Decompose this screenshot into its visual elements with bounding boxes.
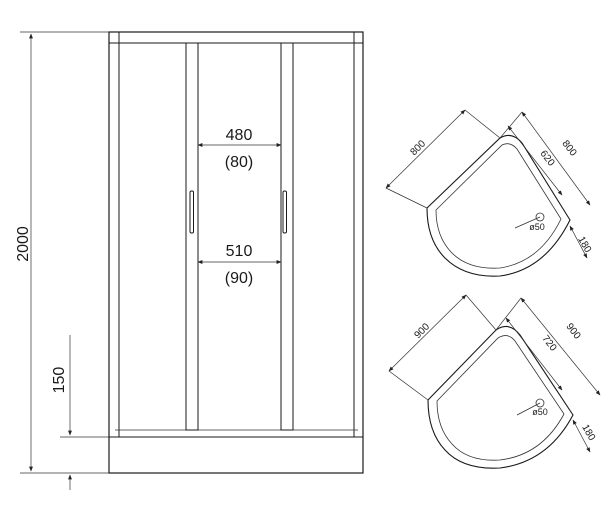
plan800-straight-dim (569, 225, 588, 259)
tray-height-label: 150 (51, 367, 68, 394)
tray-800-inner (435, 143, 562, 269)
plan900-inner-label: 720 (539, 333, 558, 353)
right-handle-icon (282, 190, 287, 234)
left-door-frame (185, 42, 199, 431)
plan800-side-b-label: 800 (559, 138, 578, 158)
height-total-label: 2000 (15, 226, 32, 262)
left-handle-icon (189, 190, 194, 234)
plan900-side-b-dim (520, 297, 601, 396)
plan800-ext-b (499, 111, 523, 139)
front-view: 480 (80) 510 (90) 2000 150 (15, 31, 364, 490)
plan800-ext-a2 (385, 187, 428, 209)
cabin-outline (108, 31, 364, 474)
plan900-ext-a (465, 294, 497, 331)
plan800-side-a-label: 800 (408, 138, 428, 158)
plan800-ext-a (464, 109, 501, 139)
opening-top-value: 480 (226, 127, 253, 144)
plan900-straight-dim (572, 419, 591, 453)
drain-800-icon (535, 212, 545, 222)
plan900-straight-label: 180 (579, 423, 597, 443)
plan800-side-b-dim (521, 111, 591, 206)
plan900-side-a-label: 900 (412, 321, 432, 341)
plan800-inner-label: 620 (537, 148, 556, 168)
plan800-straight-label: 180 (575, 235, 593, 255)
opening-bottom-value: 510 (226, 243, 253, 260)
plan900-ext-b (495, 297, 522, 331)
plan800-side-a-dim (385, 109, 466, 189)
opening-top-alt: (80) (225, 154, 253, 171)
plan900-side-b-label: 900 (563, 321, 582, 341)
plan900-ext-a2 (388, 370, 429, 401)
drain-800-leader (514, 216, 541, 229)
drain-900-label: ø50 (532, 407, 548, 417)
plan900-side-a-dim (388, 294, 467, 372)
plan-800: ø50 800 620 800 180 (385, 109, 593, 277)
tray-900-inner (436, 335, 565, 461)
plan-900: ø50 900 720 900 180 (388, 294, 601, 469)
opening-bottom-alt: (90) (225, 270, 253, 287)
drain-900-leader (516, 402, 541, 416)
drain-900-icon (535, 398, 545, 408)
plan900-inner-dim (505, 317, 563, 391)
drain-800-label: ø50 (529, 222, 545, 232)
right-door-frame (280, 42, 294, 431)
